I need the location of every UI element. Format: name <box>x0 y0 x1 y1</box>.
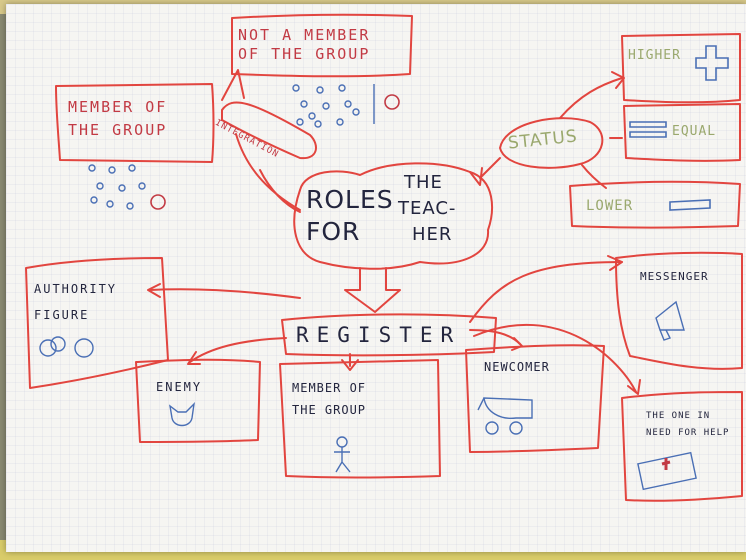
not-member-label: NOT A MEMBER OF THE GROUP <box>238 26 371 63</box>
center-teac-label: TEAC- <box>398 198 457 219</box>
newcomer-box <box>465 344 605 453</box>
equal-icon <box>629 121 667 138</box>
authority-label: AUTHORITY FIGURE <box>34 282 118 323</box>
integration-arrow <box>221 101 317 160</box>
register-label: REGISTER <box>296 323 462 347</box>
messenger-box <box>615 251 743 370</box>
center-roles-label: ROLES <box>306 185 394 214</box>
center-her-label: HER <box>412 224 453 245</box>
higher-box <box>621 33 741 104</box>
lower-label: LOWER <box>586 198 634 214</box>
register-box <box>281 313 497 357</box>
member-bottom-label: MEMBER OF THE GROUP <box>292 381 367 417</box>
need-help-box <box>621 391 743 502</box>
equal-box <box>623 103 741 162</box>
plus-icon <box>695 45 729 81</box>
status-oval <box>499 117 604 169</box>
cat-icon <box>169 402 195 427</box>
equal-label: EQUAL <box>672 124 717 139</box>
megaphone-icon <box>655 300 685 341</box>
minus-icon <box>669 199 711 211</box>
crowd-left <box>88 164 146 210</box>
center-for-label: FOR <box>306 217 361 246</box>
enemy-box <box>135 358 261 443</box>
messenger-label: MESSENGER <box>640 270 709 283</box>
crowd-top <box>292 84 360 128</box>
first-aid-kit-icon <box>637 451 697 491</box>
flipchart-paper <box>6 4 746 552</box>
center-the-label: THE <box>404 172 443 193</box>
member-bottom-box <box>279 359 441 479</box>
authority-faces-icon <box>39 336 94 358</box>
stick-figure-icon <box>334 436 351 473</box>
higher-label: HIGHER <box>628 48 681 63</box>
not-member-box <box>231 13 413 78</box>
center-cloud <box>293 162 493 270</box>
newcomer-label: NEWCOMER <box>484 360 550 374</box>
need-help-label: THE ONE IN NEED FOR HELP <box>646 411 730 439</box>
member-top-label: MEMBER OF THE GROUP <box>68 98 168 139</box>
pram-icon <box>477 397 533 435</box>
lower-box <box>569 180 741 229</box>
first-aid-cross-icon <box>661 458 671 470</box>
enemy-label: ENEMY <box>156 380 203 394</box>
member-top-box <box>55 83 215 163</box>
